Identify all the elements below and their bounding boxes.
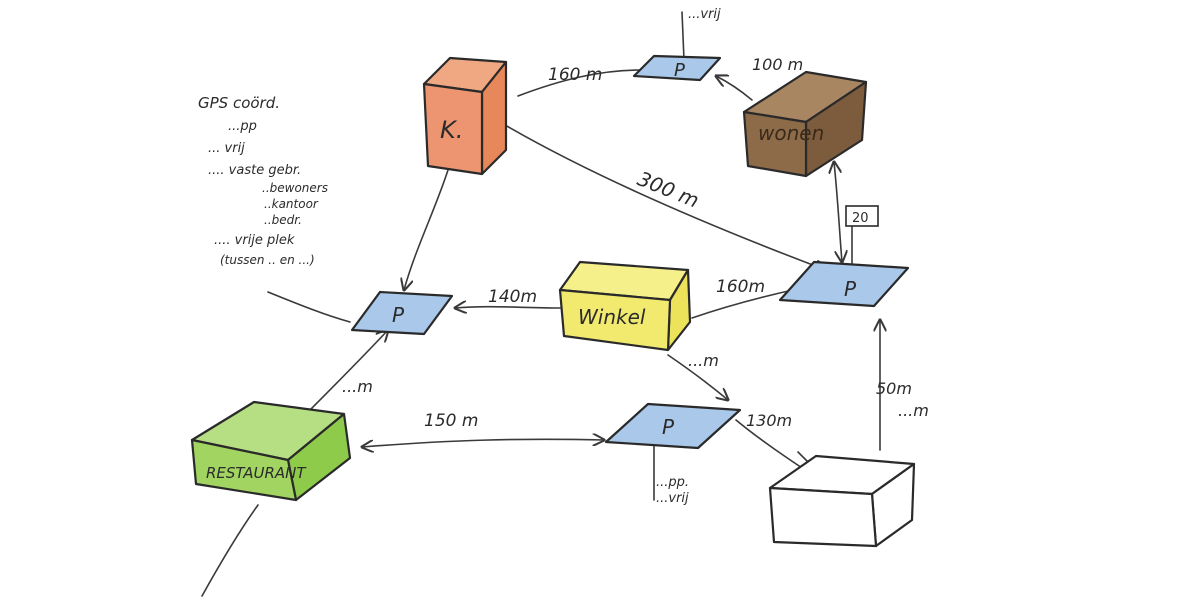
parking-left-label: P xyxy=(392,303,405,327)
line-winkel-to-pbottom xyxy=(667,354,728,400)
winkel-block: Winkel xyxy=(558,260,692,352)
pbottom-pp-note: ...pp. xyxy=(656,475,689,490)
legend-line-8: .... vrije plek xyxy=(214,233,295,248)
distance-restaurant-pbottom: 150 m xyxy=(424,411,478,431)
line-restaurant-to-pleft xyxy=(299,330,388,421)
line-winkel-to-pleft xyxy=(455,307,561,308)
parking-right: P xyxy=(778,260,910,308)
parking-left: P xyxy=(350,290,454,336)
distance-winkel-pbottom: ...m xyxy=(688,351,719,370)
wonen-block-label: wonen xyxy=(758,121,824,145)
line-restaurant-tail xyxy=(201,504,259,597)
legend-line-6: ..kantoor xyxy=(264,197,319,211)
legend: GPS coörd. ...pp ... vrij .... vaste geb… xyxy=(198,94,328,267)
line-wonen-to-pright xyxy=(834,162,842,262)
k-block-label: K. xyxy=(440,116,463,144)
wonen-block-front xyxy=(742,110,808,178)
line-k-to-pright xyxy=(504,124,826,270)
parking-bottom-pad xyxy=(604,402,742,450)
distance-wonen-ptop: 100 m xyxy=(752,55,803,74)
k-block: K. xyxy=(422,56,508,176)
line-ptop-pole xyxy=(681,11,685,61)
parking-top: P xyxy=(632,54,722,82)
distance-winkel-pleft: 140m xyxy=(488,287,537,307)
legend-line-7: ..bedr. xyxy=(264,213,302,227)
line-k-to-pleft xyxy=(404,169,449,290)
distance-pbottom-box: 130m xyxy=(746,411,792,430)
parking-top-pad xyxy=(632,54,722,82)
empty-box-front xyxy=(768,486,878,548)
parking-right-pad xyxy=(778,260,910,308)
restaurant-block-label: RESTAURANT xyxy=(206,464,307,482)
legend-line-4: .... vaste gebr. xyxy=(208,163,301,178)
line-wonen-to-ptop xyxy=(716,76,753,101)
legend-line-5: ..bewoners xyxy=(262,181,328,195)
line-legend-pointer xyxy=(267,291,351,323)
distance-box-pright: 50m xyxy=(876,379,912,398)
line-restaurant-to-pbottom xyxy=(362,439,604,447)
parking-bottom-label: P xyxy=(662,415,675,439)
capacity-sign: 20 xyxy=(845,205,879,227)
parking-left-pad xyxy=(350,290,454,336)
line-k-to-ptop xyxy=(517,69,641,97)
winkel-block-label: Winkel xyxy=(578,305,646,329)
distance-restaurant-pleft: ...m xyxy=(342,377,373,396)
parking-bottom: P xyxy=(604,402,742,450)
legend-line-2: ...pp xyxy=(228,119,257,134)
pbottom-vrij-note: ...vrij xyxy=(656,491,689,506)
restaurant-block-front xyxy=(190,438,298,502)
legend-line-3: ... vrij xyxy=(208,141,245,156)
ptop-vrij-note: ...vrij xyxy=(688,7,721,22)
empty-box xyxy=(768,454,916,548)
capacity-sign-board xyxy=(845,205,879,227)
distance-box-extra: ...m xyxy=(898,401,929,420)
winkel-block-front xyxy=(558,288,672,352)
notes: ...vrij ...pp. ...vrij xyxy=(656,7,721,506)
legend-line-1: GPS coörd. xyxy=(198,94,280,112)
wonen-block: wonen xyxy=(742,70,868,178)
legend-line-9: (tussen .. en ...) xyxy=(220,253,315,267)
capacity-sign-value: 20 xyxy=(852,211,869,226)
distance-winkel-pright: 160m xyxy=(716,277,765,297)
parking-top-label: P xyxy=(674,60,685,81)
distance-k-ptop: 160 m xyxy=(548,65,602,85)
restaurant-block: RESTAURANT xyxy=(190,400,352,502)
k-block-front xyxy=(422,82,484,176)
parking-right-label: P xyxy=(844,277,857,301)
